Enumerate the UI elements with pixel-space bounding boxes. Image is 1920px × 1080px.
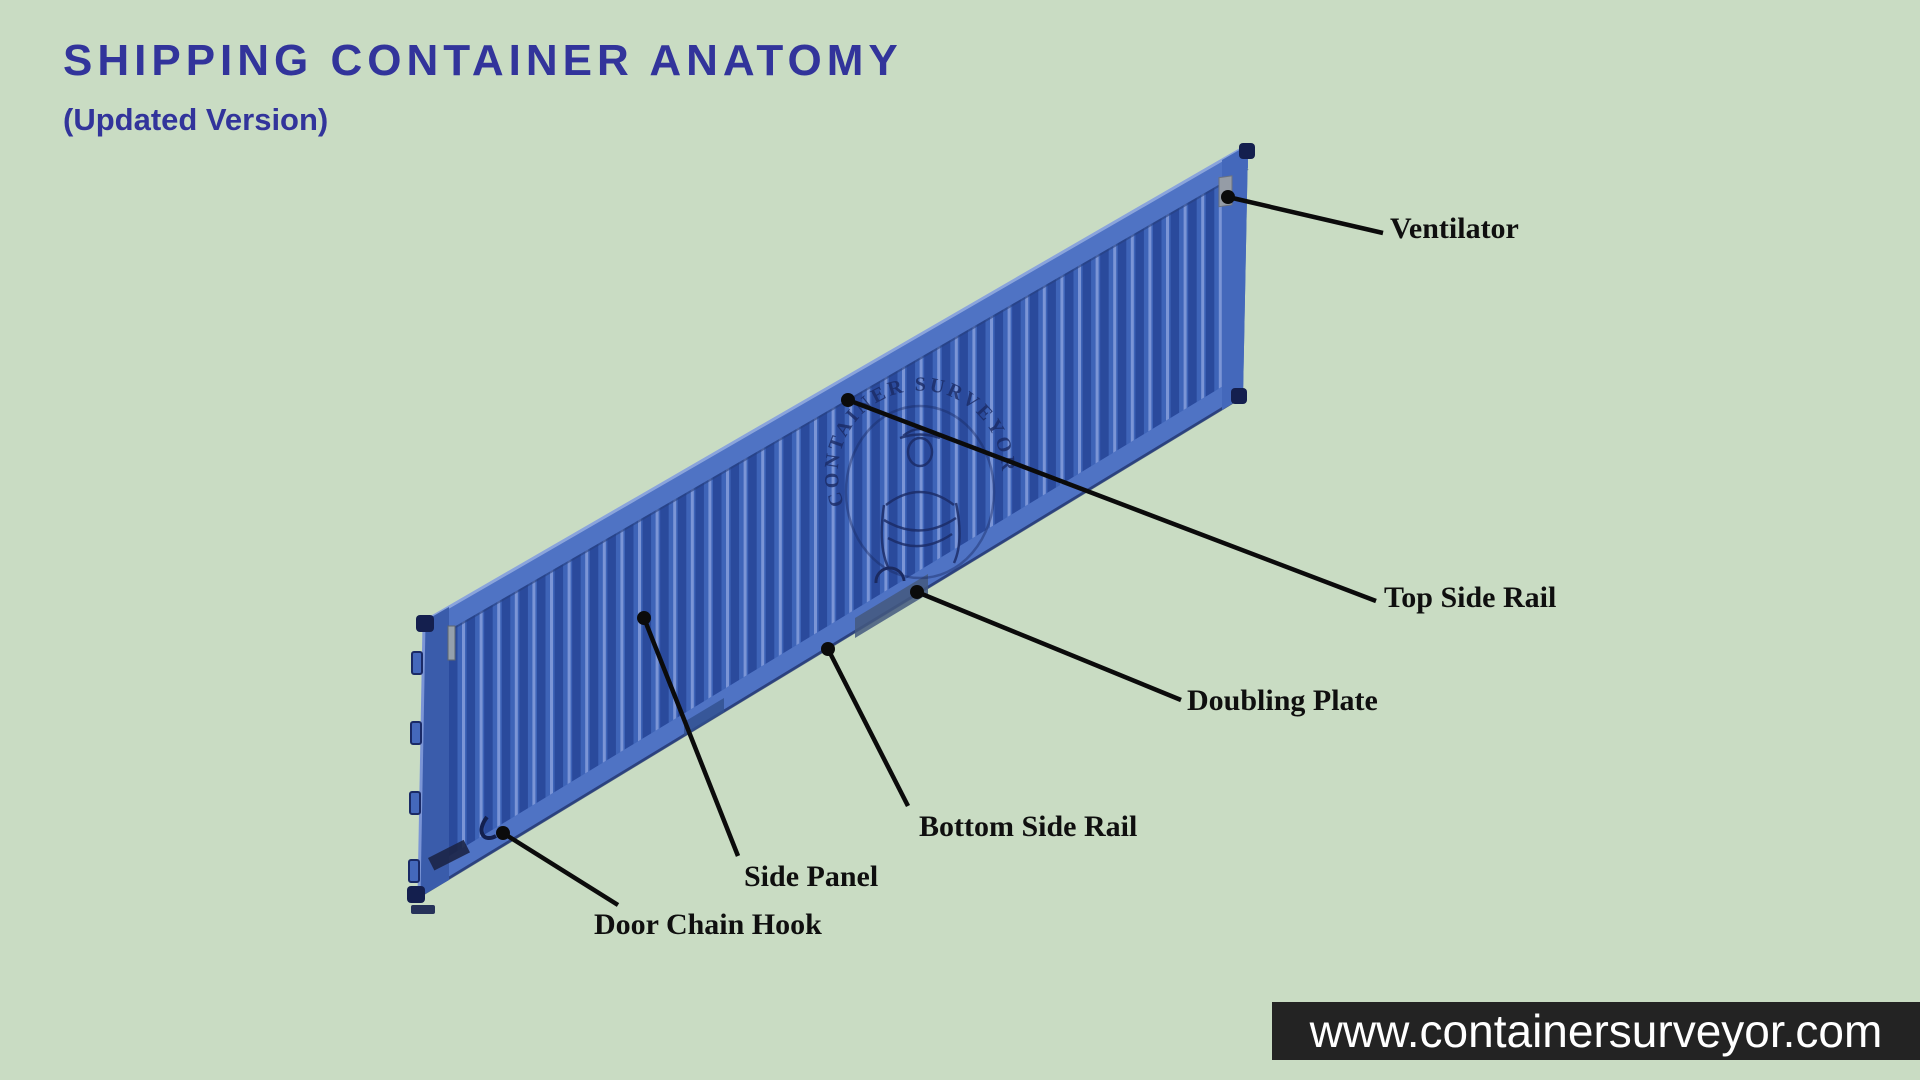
surveyor-shoulders [885,490,955,506]
doubling-plate-part [855,574,928,638]
leader-doubling-plate [916,589,1182,703]
website-bar: www.containersurveyor.com [1272,1002,1920,1060]
door-lock-bar [447,625,456,661]
label-door-chain-hook: Door Chain Hook [594,908,822,941]
surveyor-crossed-arms [883,516,957,548]
leader-top-side-rail [847,397,1377,604]
leader-door-chain-hook [501,831,620,907]
bottom-side-rail-part [418,374,1243,898]
door-chain-hook-part [479,815,497,840]
label-bottom-side-rail: Bottom Side Rail [919,810,1138,843]
label-ventilator: Ventilator [1390,212,1519,245]
left-post-highlight [417,623,426,897]
label-side-panel: Side Panel [744,860,879,893]
leader-side-panel [641,617,741,857]
label-top-side-rail: Top Side Rail [1384,581,1557,614]
csc-plate [428,839,470,871]
rail-shadow-patch [684,698,724,736]
left-corner-post [418,607,449,898]
website-url: www.containersurveyor.com [1309,1005,1883,1057]
page-title: SHIPPING CONTAINER ANATOMY [63,36,903,85]
leader-ventilator [1227,194,1384,236]
lashing-ring [874,566,906,584]
surveyor-torso [880,502,961,568]
label-doubling-plate: Doubling Plate [1187,684,1378,717]
watermark-oval [844,404,996,580]
leader-bottom-side-rail [825,647,911,808]
corner-castings [407,143,1255,914]
top-side-rail-part [423,145,1248,645]
leader-lines [501,194,1384,907]
top-rail-highlight [422,143,1249,624]
door-hinges [408,651,423,883]
surveyor-head [906,436,934,468]
top-rail-shadow [422,168,1249,647]
right-corner-post [1222,145,1248,410]
leader-dots [496,190,1235,840]
page-subtitle: (Updated Version) [63,102,329,137]
